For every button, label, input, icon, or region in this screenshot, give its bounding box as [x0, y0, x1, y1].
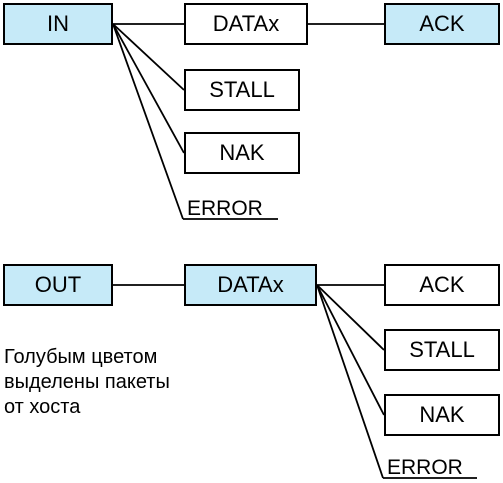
data-to-nak-line — [316, 284, 385, 416]
out-stall-packet: STALL — [384, 329, 500, 371]
in-stall-packet: STALL — [184, 69, 300, 111]
out-token-packet: OUT — [3, 264, 113, 306]
in-data-packet: DATAx — [184, 3, 308, 45]
in-to-error-line — [112, 23, 184, 220]
out-error-label: ERROR — [387, 456, 463, 479]
out-data-packet: DATAx — [184, 264, 317, 306]
in-token-packet: IN — [3, 3, 113, 45]
in-nak-packet: NAK — [184, 132, 300, 174]
out-nak-packet: NAK — [384, 394, 500, 436]
legend-note: Голубым цветом выделены пакеты от хоста — [4, 345, 170, 420]
data-to-error-line — [316, 284, 384, 479]
in-to-nak-line — [112, 23, 185, 154]
in-error-label: ERROR — [187, 197, 263, 220]
in-to-stall-line — [112, 23, 185, 91]
legend-line-1: Голубым цветом — [4, 346, 158, 368]
in-ack-packet: ACK — [384, 3, 500, 45]
out-ack-packet: ACK — [384, 264, 500, 306]
data-to-stall-line — [316, 284, 385, 351]
legend-line-3: от хоста — [4, 396, 81, 418]
legend-line-2: выделены пакеты — [4, 371, 170, 393]
